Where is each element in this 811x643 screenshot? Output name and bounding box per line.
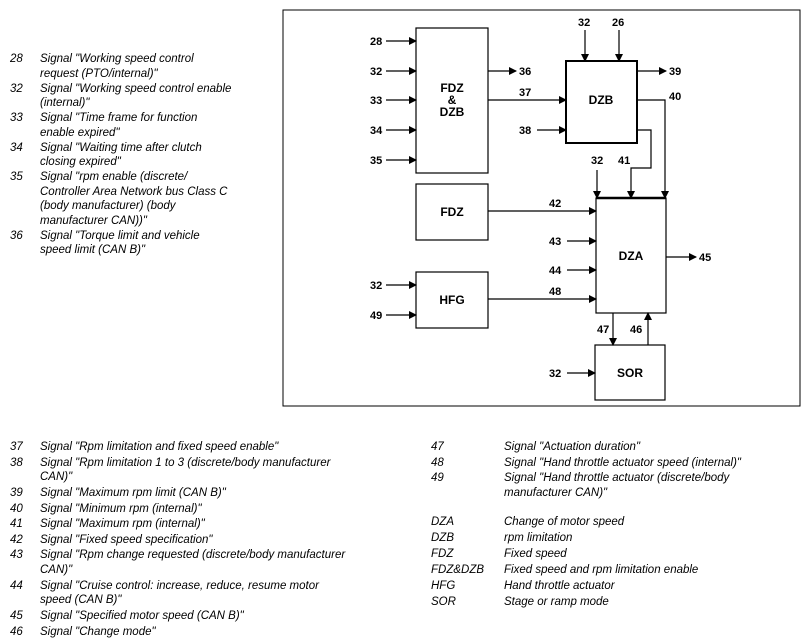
legend-description: Fixed speed and rpm limitation enable	[504, 564, 699, 576]
legend-description: Fixed speed	[504, 548, 567, 560]
legend-key: 38	[10, 456, 23, 469]
arrow-41	[627, 129, 652, 199]
legend-description: Signal "Time frame for function enable e…	[40, 112, 198, 139]
fdz-dzb-label-3: DZB	[440, 105, 465, 119]
sig-41: 41	[618, 155, 630, 167]
legend-description: Signal "Hand throttle actuator speed (in…	[504, 456, 742, 469]
sig-32a: 32	[370, 66, 382, 78]
legend-key: 45	[10, 610, 23, 622]
hfg-label: HFG	[439, 293, 464, 307]
sig-43: 43	[549, 236, 561, 248]
sig-32b: 32	[578, 17, 590, 29]
legend-description: Signal "Actuation duration"	[504, 441, 641, 453]
legend-description: rpm limitation	[504, 532, 573, 544]
legend-key: DZA	[431, 516, 454, 528]
sig-42: 42	[549, 198, 561, 210]
legend-key: 36	[10, 229, 23, 242]
block-hfg	[415, 271, 489, 329]
legend-key: 28	[10, 53, 23, 65]
legend-description: Signal "Rpm change requested (discrete/b…	[40, 549, 346, 576]
legend-description: Signal "Minimum rpm (internal)"	[40, 502, 202, 515]
legend-key: HFG	[431, 580, 456, 592]
sig-40: 40	[669, 91, 681, 103]
legend-key: 46	[10, 625, 23, 638]
legend-description: Signal "Maximum rpm limit (CAN B)"	[40, 487, 226, 499]
legend-key: DZB	[431, 532, 454, 544]
sig-38: 38	[519, 125, 531, 137]
sig-44: 44	[549, 265, 562, 277]
sig-39: 39	[669, 66, 681, 78]
legend-key: 44	[10, 579, 23, 592]
sig-36: 36	[519, 66, 531, 78]
legend-description: Hand throttle actuator	[504, 580, 615, 592]
legend-key: FDZ	[431, 548, 454, 560]
legend-key: 41	[10, 518, 23, 530]
legend-key: 47	[431, 441, 444, 453]
legend-key: 43	[10, 549, 23, 561]
legend-description: Signal "Working speed control enable (in…	[40, 82, 232, 110]
legend-key: SOR	[431, 596, 456, 608]
sig-46: 46	[630, 324, 642, 336]
legend-description: Signal "Rpm limitation 1 to 3 (discrete/…	[40, 456, 331, 484]
sor-label: SOR	[617, 366, 643, 380]
legend-description: Signal "rpm enable (discrete/ Controller…	[40, 171, 228, 227]
sig-49: 49	[370, 310, 382, 322]
legend-key: 42	[10, 533, 23, 546]
legend-left: 37 Signal "Rpm limitation and fixed speed…	[10, 440, 410, 640]
legend-key: 40	[10, 502, 23, 515]
legend-key: 48	[431, 456, 444, 469]
legend-description: Signal "Hand throttle actuator (discrete…	[504, 472, 730, 499]
legend-description: Signal "Maximum rpm (internal)"	[40, 518, 205, 530]
legend-description: Signal "Change mode"	[40, 625, 156, 638]
sig-33: 33	[370, 95, 382, 107]
sig-48: 48	[549, 286, 561, 298]
legend-key: 35	[10, 171, 23, 183]
sig-35: 35	[370, 155, 382, 167]
legend-description: Signal "Specified motor speed (CAN B)"	[40, 610, 244, 622]
legend-key: 49	[431, 472, 444, 484]
legend-description: Signal "Cruise control: increase, reduce…	[40, 579, 319, 607]
block-fdz	[415, 183, 489, 241]
legend-key: FDZ&DZB	[431, 564, 485, 576]
legend-description: Signal "Fixed speed specification"	[40, 533, 213, 546]
legend-description: Signal "Torque limit and vehicle speed l…	[40, 229, 200, 257]
diagram-frame	[282, 9, 801, 407]
dza-label: DZA	[619, 249, 644, 263]
legend-description: Signal "Waiting time after clutch closin…	[40, 141, 202, 169]
sig-26: 26	[612, 17, 624, 29]
legend-description: Signal "Working speed control request (P…	[40, 53, 194, 80]
legend-top: 28 Signal "Working speed control request …	[10, 52, 280, 256]
sig-32c: 32	[591, 155, 603, 167]
sig-37: 37	[519, 87, 531, 99]
dzb-label: DZB	[589, 93, 614, 107]
fdz-dzb-label-2: &	[448, 93, 457, 107]
legend-key: 39	[10, 487, 23, 499]
legend-description: Stage or ramp mode	[504, 596, 609, 608]
legend-key: 33	[10, 112, 23, 124]
sig-32d: 32	[370, 280, 382, 292]
legend-key: 32	[10, 82, 23, 95]
arrow-40	[637, 99, 669, 199]
fdz-label: FDZ	[440, 205, 463, 219]
legend-description: Change of motor speed	[504, 516, 625, 528]
sig-45: 45	[699, 252, 711, 264]
legend-key: 34	[10, 141, 23, 154]
legend-key: 37	[10, 441, 23, 453]
fdz-dzb-label-1: FDZ	[440, 81, 463, 95]
legend-description: Signal "Rpm limitation and fixed speed e…	[40, 441, 279, 453]
sig-47: 47	[597, 324, 609, 336]
sig-28: 28	[370, 36, 382, 48]
sig-34: 34	[370, 125, 383, 137]
sig-32e: 32	[549, 368, 561, 380]
